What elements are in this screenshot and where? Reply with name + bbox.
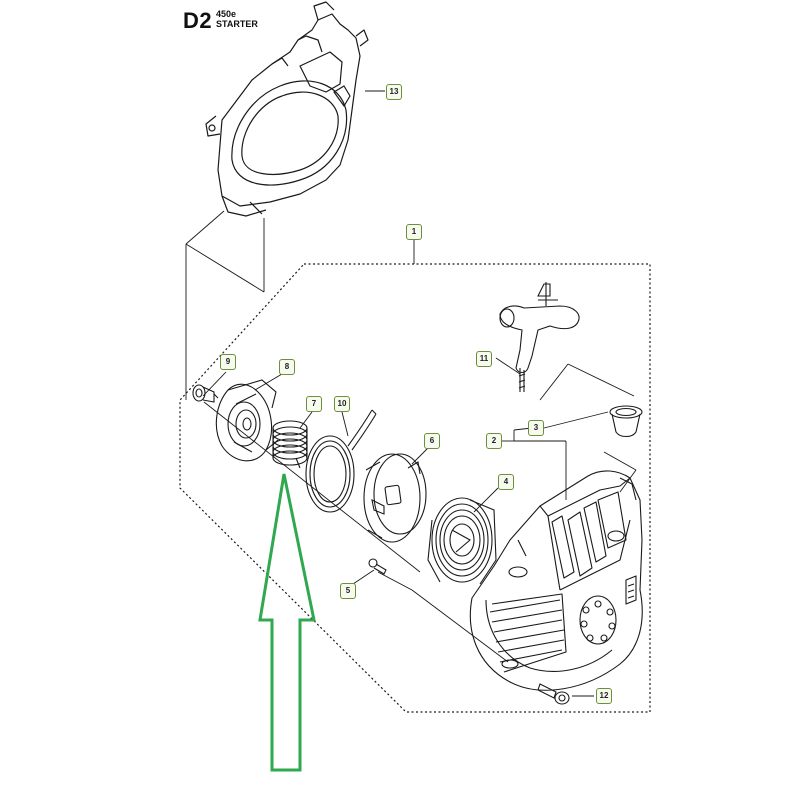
callout-12: 12 [596, 688, 612, 704]
housing-screw-drawing [537, 683, 570, 705]
starter-handle-drawing [499, 282, 580, 392]
callout-11: 11 [476, 351, 492, 367]
callout-4: 4 [498, 474, 514, 490]
pawl-screw-drawing [368, 558, 387, 575]
callout-6: 6 [424, 433, 440, 449]
callout-2: 2 [486, 433, 502, 449]
callout-1: 1 [406, 224, 422, 240]
center-screw-drawing [192, 384, 219, 403]
pulley-drawing [363, 453, 427, 543]
model-label: 450e [216, 9, 237, 19]
recoil-spring-cassette-drawing [427, 497, 497, 585]
starter-cord-drawing [305, 409, 377, 513]
section-code: D2 [183, 8, 213, 33]
starter-housing-drawing [469, 470, 643, 691]
section-title: STARTER [216, 19, 258, 29]
callout-5: 5 [340, 583, 356, 599]
coil-spring-drawing [272, 420, 308, 469]
spring-cassette-cover-drawing [215, 379, 279, 462]
callout-9: 9 [220, 354, 236, 370]
cord-guide-drawing [609, 405, 643, 438]
fan-housing-cover-drawing [205, 1, 369, 217]
callout-7: 7 [306, 396, 322, 412]
callout-3: 3 [528, 420, 544, 436]
callout-8: 8 [279, 359, 295, 375]
highlight-arrow [258, 473, 316, 772]
callout-10: 10 [334, 396, 350, 412]
callout-13: 13 [386, 84, 402, 100]
